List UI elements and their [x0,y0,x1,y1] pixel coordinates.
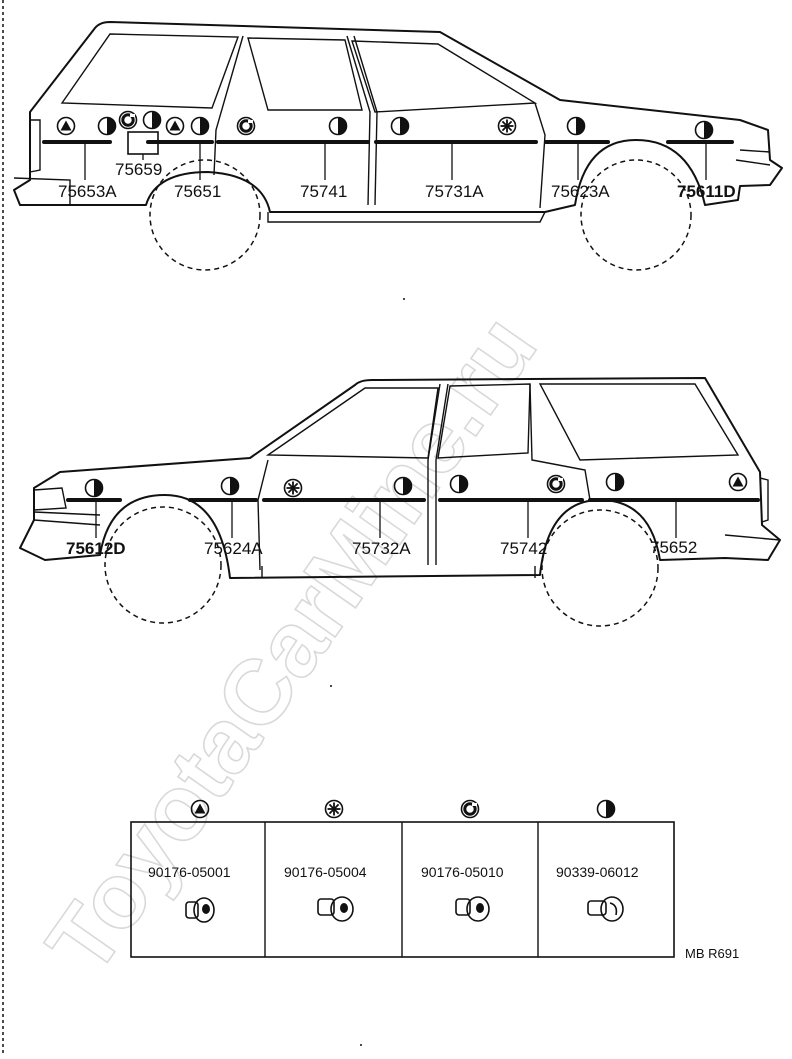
car-body-outline [13,21,783,213]
rear-bumper [724,534,781,541]
half-circle-clip-icon [97,116,117,136]
half-circle-clip-icon [390,116,410,136]
rear-door-window [247,37,363,111]
label-75623A: 75623A [551,182,610,201]
front-bumper [735,149,771,166]
label-75653A: 75653A [58,182,117,201]
diagram-code: MB R691 [685,946,739,961]
legend-part-number: 90339-06012 [556,864,639,880]
front-wheel [104,506,222,624]
clip-part-illustration [185,897,215,923]
rear-door-seam [213,35,244,176]
front-door-window [351,40,538,113]
rocker-panel [261,566,536,578]
ring-clip-icon [546,474,566,494]
rear-bumper [13,177,71,205]
front-wheel [580,159,692,271]
car-body-outline [19,377,781,579]
asterisk-clip-icon [283,478,303,498]
label-75741: 75741 [300,182,347,201]
legend-part-number: 90176-05001 [148,864,231,880]
car-left-side-view: 75612D 75624A 75732A 75742 75652 [19,377,781,627]
scan-dot [330,685,332,687]
ring-clip-icon [236,116,256,136]
half-circle-clip-icon [142,110,162,130]
label-75651: 75651 [174,182,221,201]
front-bumper [33,511,101,526]
triangle-clip-icon [56,116,76,136]
front-door-window [265,387,439,459]
rocker-panel [267,211,546,223]
label-75624A: 75624A [204,539,263,558]
rear-door-window [437,383,531,459]
headlamp [33,487,67,511]
label-75652: 75652 [650,538,697,557]
scan-dot [360,1044,362,1046]
label-75612D: 75612D [66,539,126,558]
half-circle-clip-icon [605,472,625,492]
b-pillar [346,35,378,206]
front-door-seam [534,102,546,209]
scan-dot [403,298,405,300]
triangle-clip-icon [728,472,748,492]
legend-part-number: 90176-05004 [284,864,367,880]
half-circle-clip-icon [328,116,348,136]
label-75742: 75742 [500,539,547,558]
ring-clip-icon [118,110,138,130]
ring-clip-icon [460,799,480,819]
b-pillar [427,383,449,565]
clip-part-illustration [455,896,490,922]
label-75659: 75659 [115,160,162,179]
tail-lamp [29,119,41,173]
half-circle-clip-icon [190,116,210,136]
rear-quarter-window [60,33,239,109]
triangle-clip-icon [165,116,185,136]
half-circle-clip-icon [220,476,240,496]
tail-lamp [759,477,769,523]
watermark-text: ToyotaCarMine.ru [28,298,556,992]
clip-part-illustration [317,896,354,922]
half-circle-clip-icon [596,799,616,819]
label-75732A: 75732A [352,539,411,558]
label-75611D: 75611D [677,182,736,201]
rear-door-seam [529,383,591,501]
half-circle-clip-icon [694,120,714,140]
asterisk-clip-icon [324,799,344,819]
half-circle-clip-icon [566,116,586,136]
asterisk-clip-icon [497,116,517,136]
car-right-side-view: 75653A 75659 75651 75741 75731A 75623A 7… [13,21,783,271]
half-circle-clip-icon [84,478,104,498]
clip-part-illustration [587,896,624,922]
legend-part-number: 90176-05010 [421,864,504,880]
rear-wheel [149,159,261,271]
rear-quarter-window [538,383,740,461]
clip-legend-table: 90176-05001 90176-05004 90176-05010 9033… [130,799,675,958]
label-75731A: 75731A [425,182,484,201]
rear-wheel [541,509,659,627]
